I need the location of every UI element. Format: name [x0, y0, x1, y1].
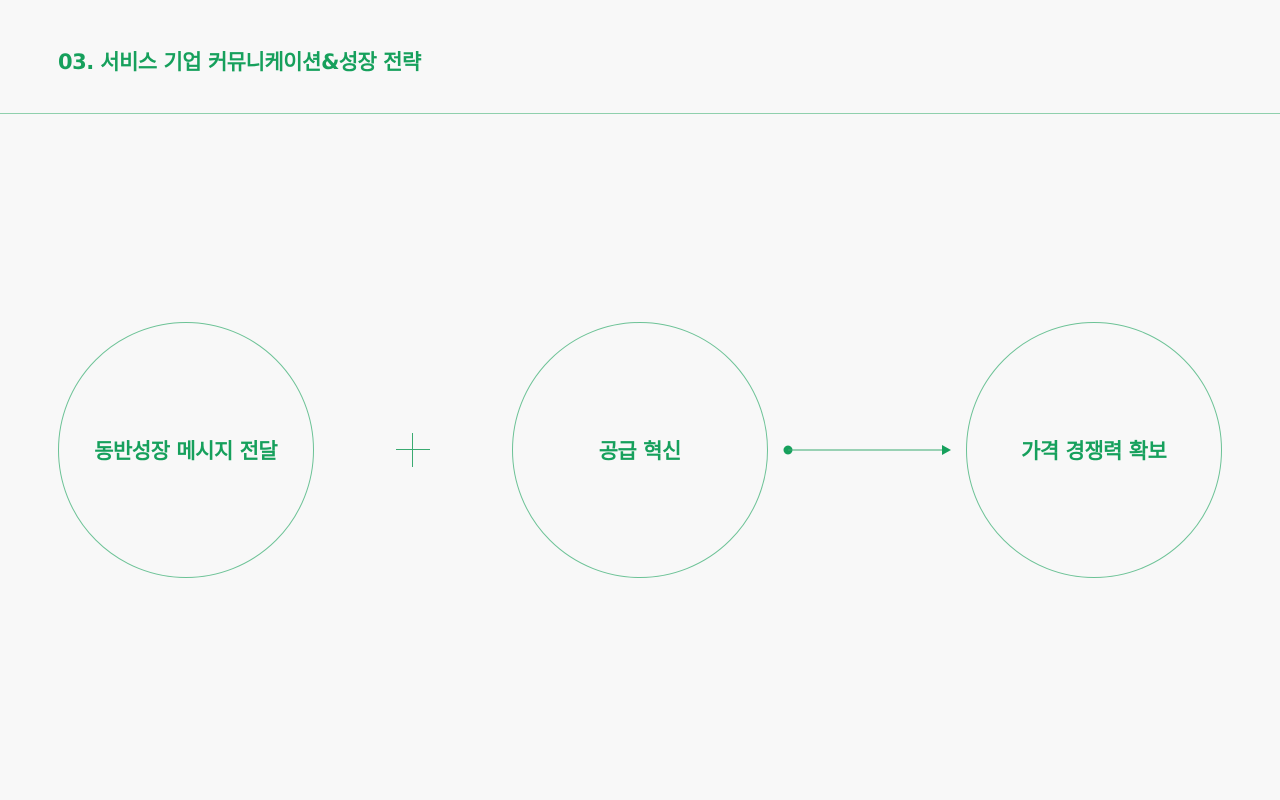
node-label-price-competitiveness: 가격 경쟁력 확보: [1021, 439, 1167, 463]
node-circle-supply-innovation: 공급 혁신: [512, 322, 768, 578]
plus-icon: [396, 433, 430, 467]
plus-icon-horizontal-bar: [396, 449, 430, 450]
arrow-right-icon: [783, 445, 951, 455]
node-label-supply-innovation: 공급 혁신: [598, 439, 682, 463]
page-title: 03. 서비스 기업 커뮤니케이션&성장 전략: [58, 50, 422, 74]
arrow-head: [942, 445, 951, 455]
node-circle-price-competitiveness: 가격 경쟁력 확보: [966, 322, 1222, 578]
node-label-shared-growth: 동반성장 메시지 전달: [94, 439, 278, 463]
node-circle-shared-growth: 동반성장 메시지 전달: [58, 322, 314, 578]
header-divider: [0, 113, 1280, 114]
plus-icon-vertical-bar: [412, 433, 413, 467]
